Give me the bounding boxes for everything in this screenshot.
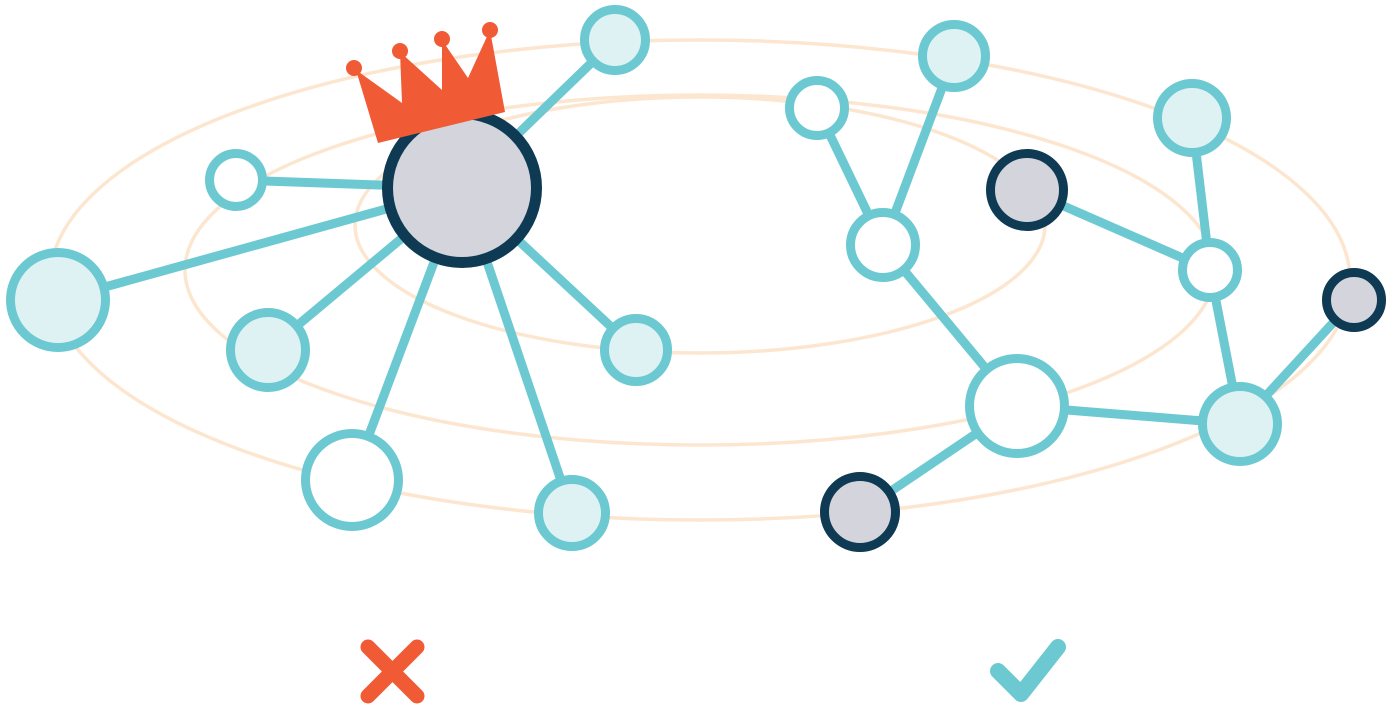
node-r-dark-b bbox=[1322, 268, 1386, 332]
node-r-right-low bbox=[1198, 382, 1282, 466]
node-l-bottom bbox=[301, 429, 403, 531]
node-l-lower-left bbox=[226, 308, 310, 392]
crown-icon bbox=[346, 22, 505, 143]
node-r-right-mid bbox=[1178, 238, 1242, 302]
node-l-left-small bbox=[205, 149, 267, 211]
node-l-far-left bbox=[6, 248, 110, 352]
check-icon bbox=[990, 639, 1066, 702]
crown-point-4 bbox=[482, 22, 498, 38]
network-nodes bbox=[6, 5, 1386, 552]
node-r-top-a bbox=[785, 76, 849, 140]
node-r-top-c bbox=[1153, 79, 1231, 157]
node-r-dark-a bbox=[986, 149, 1068, 231]
node-hub bbox=[382, 108, 542, 268]
node-l-right bbox=[600, 314, 672, 386]
node-l-bottom-right bbox=[534, 475, 610, 551]
node-l-top-right bbox=[580, 5, 650, 75]
crown-point-1 bbox=[346, 60, 362, 76]
node-r-mid bbox=[846, 208, 920, 282]
node-r-top-b bbox=[918, 20, 990, 92]
cross-icon bbox=[360, 639, 425, 704]
crown-point-2 bbox=[392, 43, 408, 59]
verdict-markers bbox=[360, 639, 1066, 704]
crown-body bbox=[356, 30, 505, 143]
node-r-dark-c bbox=[820, 472, 900, 552]
crown-point-3 bbox=[434, 31, 450, 47]
node-r-big bbox=[965, 354, 1069, 458]
